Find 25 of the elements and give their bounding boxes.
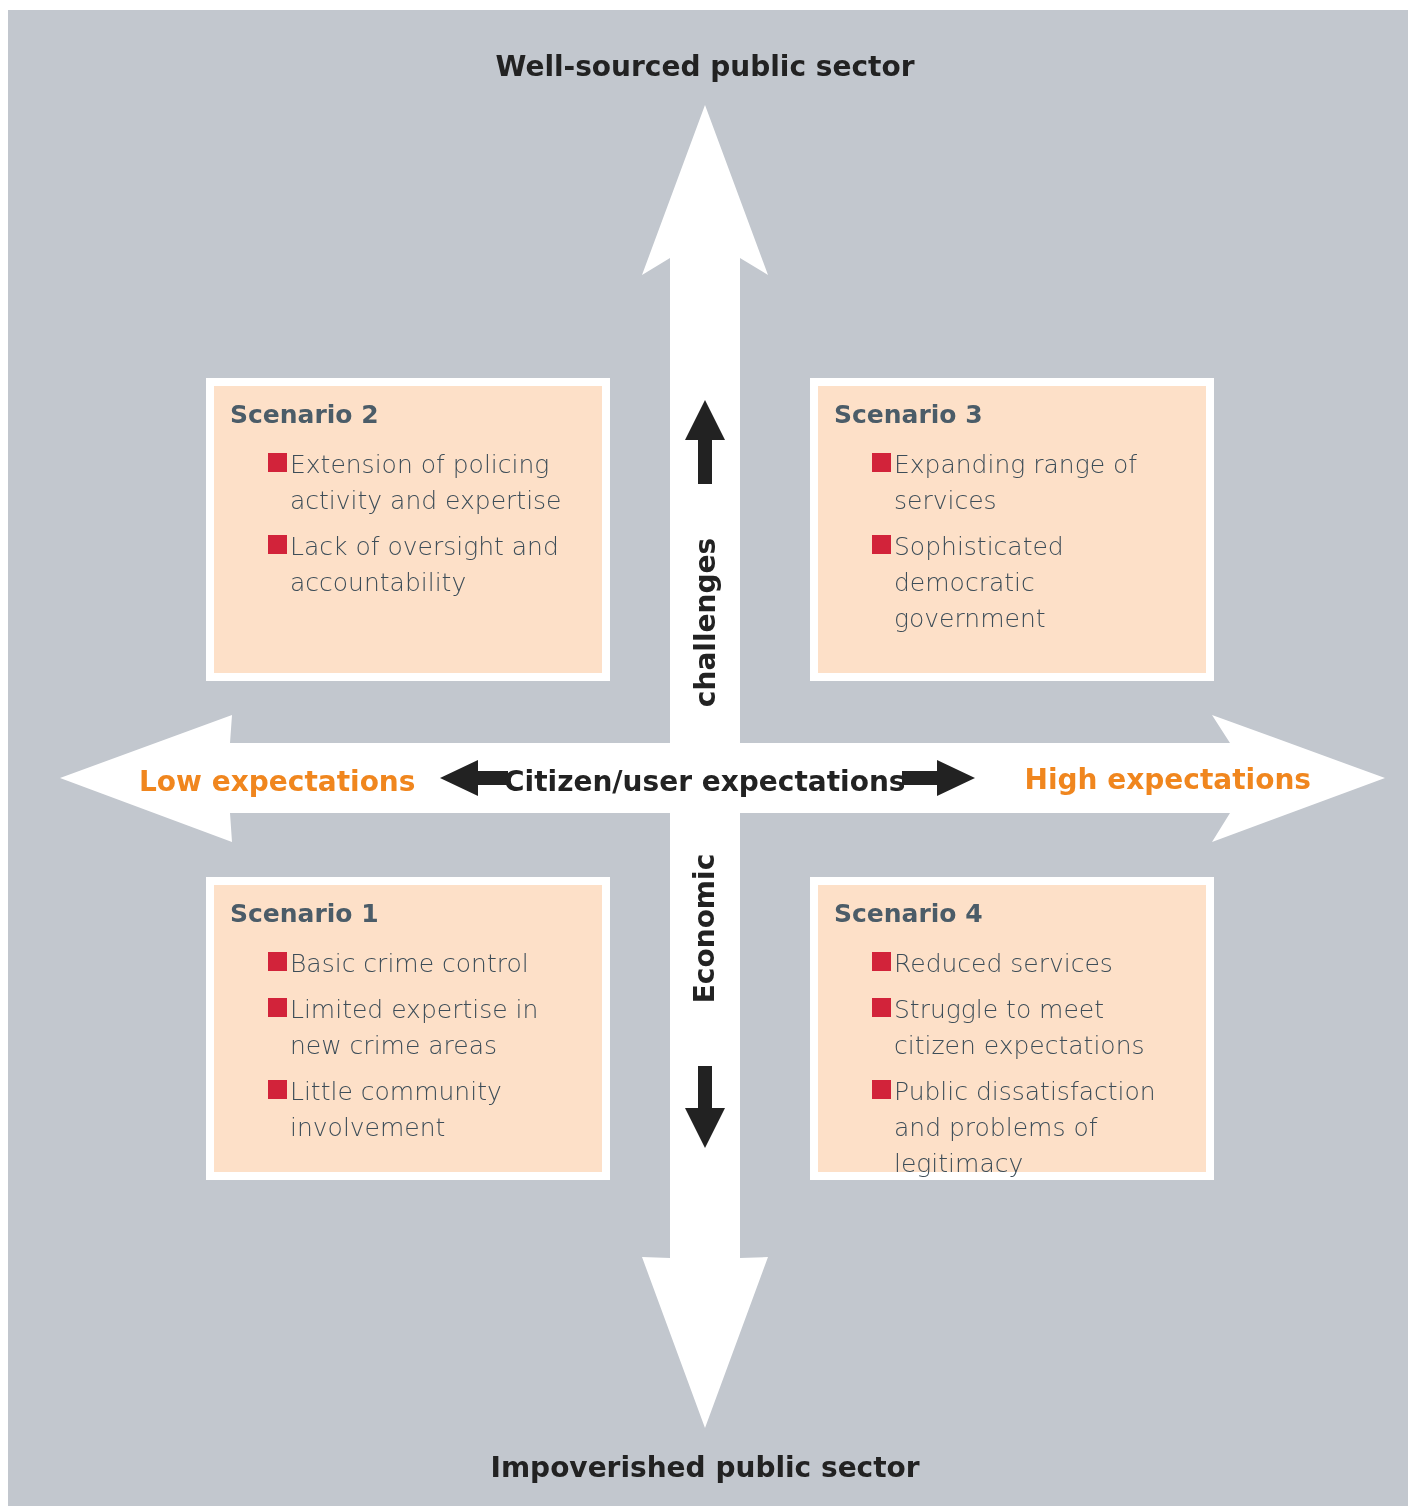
scenario-box	[810, 877, 1214, 1180]
scenario-box	[810, 378, 1214, 681]
scenario-heading: Scenario 3	[834, 400, 984, 429]
bullet-text: Basic crime control	[290, 948, 530, 980]
scenario-heading: Scenario 1	[230, 899, 380, 928]
bullet-text: Extension of policing activity and expertise	[290, 449, 563, 517]
bullet-text: Public dissatisfaction and problems of legitimacy	[894, 1076, 1157, 1180]
bullet-text: Reduced services	[894, 948, 1114, 980]
scenario-heading: Scenario 2	[230, 400, 380, 429]
scenario-box	[206, 877, 610, 1180]
bullet-text: Little community involvement	[290, 1076, 503, 1144]
axis-end-label: Low expectations	[139, 764, 416, 798]
axis-label: Impoverished public sector	[490, 1450, 920, 1484]
axis-label: Well-sourced public sector	[495, 49, 915, 83]
axis-label: Citizen/user expectations	[504, 764, 906, 798]
axis-label: challenges	[688, 537, 722, 707]
bullet-text: Expanding range of services	[894, 449, 1139, 517]
bullet-text: Lack of oversight and accountability	[290, 531, 560, 599]
bullet-text: Limited expertise in new crime areas	[290, 994, 540, 1062]
bullet-text: Struggle to meet citizen expectations	[894, 994, 1146, 1062]
axis-label: Economic	[688, 853, 722, 1003]
bullet-text: Sophisticated democratic government	[894, 531, 1065, 635]
scenario-heading: Scenario 4	[834, 899, 984, 928]
axis-end-label: High expectations	[1024, 762, 1312, 796]
scenario-box	[206, 378, 610, 681]
